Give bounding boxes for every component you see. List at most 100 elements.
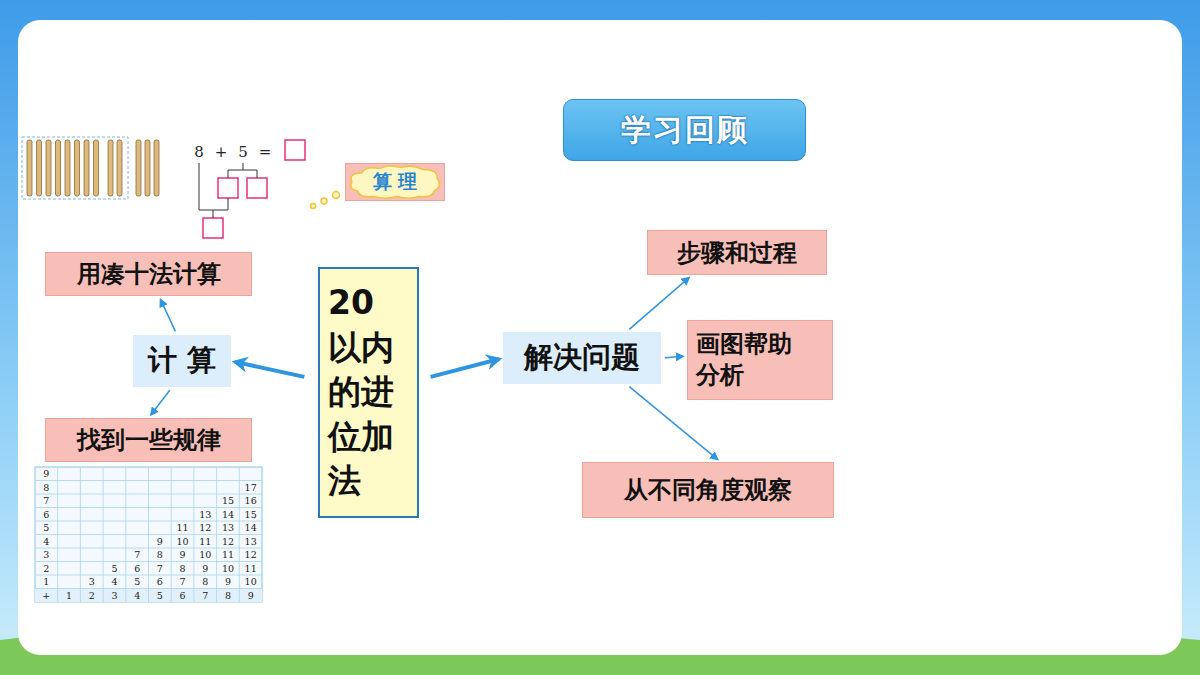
table-cell: 13 [245,536,257,547]
table-cell: 1 [43,576,49,587]
table-gridline [35,507,262,508]
connector-arrow [161,300,176,332]
decomposition-lines [199,163,257,218]
counting-stick [94,140,99,196]
connector-arrow [151,390,170,415]
table-cell: 15 [222,495,234,506]
table-gridline [35,521,262,522]
counting-stick [65,140,70,196]
decomposition-figure [203,140,305,238]
table-cell: 5 [157,590,163,601]
table-cell: 3 [43,549,49,560]
table-cell: 5 [134,576,140,587]
table-cell: 5 [43,522,49,533]
box-text: 解决问题 [524,338,640,378]
box-text: 步骤和过程 [677,237,797,269]
table-gridline [35,575,262,576]
table-cell: 12 [222,536,234,547]
table-cell: 6 [43,509,49,520]
table-cell: 9 [180,549,186,560]
table-cell: 8 [43,482,49,493]
table-cell: 11 [199,536,211,547]
title-text: 学习回顾 [621,110,749,151]
leaf-box: 步骤和过程 [647,230,827,275]
table-cell: 4 [134,590,140,601]
white-panel [18,20,1182,655]
table-gridline [35,534,262,535]
counting-stick [56,140,61,196]
table-cell: 3 [111,590,117,601]
counting-stick [154,140,159,196]
counting-stick [46,140,51,196]
table-cell: 3 [89,576,95,587]
box-text: 从不同角度观察 [624,474,792,506]
counting-stick [27,140,32,196]
table-cell: 9 [43,468,49,479]
connector-arrow [629,278,689,330]
table-cell: 15 [245,509,257,520]
table-cell: 6 [180,590,186,601]
table-cell: 8 [202,576,208,587]
table-cell: 4 [43,536,49,547]
thought-dots [311,192,340,209]
table-gridline [35,494,262,495]
branch-box: 解决问题 [503,332,661,384]
leaf-box: 画图帮助 分析 [687,320,833,400]
table-cell: 7 [157,563,163,574]
box-text: 用凑十法计算 [77,258,221,290]
table-cell: 11 [222,549,234,560]
title-box: 学习回顾 [563,99,806,161]
table-cell: 7 [202,590,208,601]
table-cell: 12 [245,549,257,560]
connector-arrow [431,359,500,377]
table-cell: 2 [43,563,49,574]
table-cell: 13 [199,509,211,520]
table-cell: 9 [202,563,208,574]
table-frame [35,467,262,602]
box-text: 找到一些规律 [77,424,221,456]
table-cell: 5 [111,563,117,574]
counting-stick [75,140,80,196]
table-gridline [35,548,262,549]
table-cell: 7 [134,549,140,560]
table-cell: 10 [177,536,189,547]
leaf-box: 找到一些规律 [45,418,252,462]
counting-stick [37,140,42,196]
table-cell: 14 [222,509,234,520]
table-cell: 4 [111,576,117,587]
table-cell: 17 [245,482,257,493]
counting-stick [108,140,113,196]
cloud-bubble: 算 理 [345,163,445,201]
table-cell: 9 [248,590,254,601]
equation-term: 5 [238,143,248,161]
table-cell: 9 [225,576,231,587]
table-cell: 6 [157,576,163,587]
leaf-box: 用凑十法计算 [45,252,252,296]
table-cell: 13 [222,522,234,533]
equation-term: 8 [194,143,204,161]
leaf-box: 从不同角度观察 [582,462,834,518]
counting-stick [145,140,150,196]
table-cell: 7 [43,495,49,506]
table-cell: 10 [222,563,234,574]
connector-arrow [665,356,683,357]
table-cell: 11 [177,522,189,533]
topic-box: 20 以内 的进 位加 法 [318,267,419,518]
table-cell: 1 [66,590,72,601]
box-text: 20 以内 的进 位加 法 [328,281,397,504]
table-cell: 16 [245,495,257,506]
table-cell: 2 [89,590,95,601]
table-cell: 6 [134,563,140,574]
table-cell: 14 [245,522,257,533]
connector-arrow [235,362,304,377]
table-cell: 10 [199,549,211,560]
equation-term: = [259,143,272,161]
table-gridline [35,588,262,589]
box-text: 画图帮助 分析 [696,329,799,391]
table-cell: 10 [245,576,257,587]
bubble-text: 算 理 [373,169,418,195]
table-cell: 8 [180,563,186,574]
counting-stick [136,140,141,196]
counting-stick [84,140,89,196]
